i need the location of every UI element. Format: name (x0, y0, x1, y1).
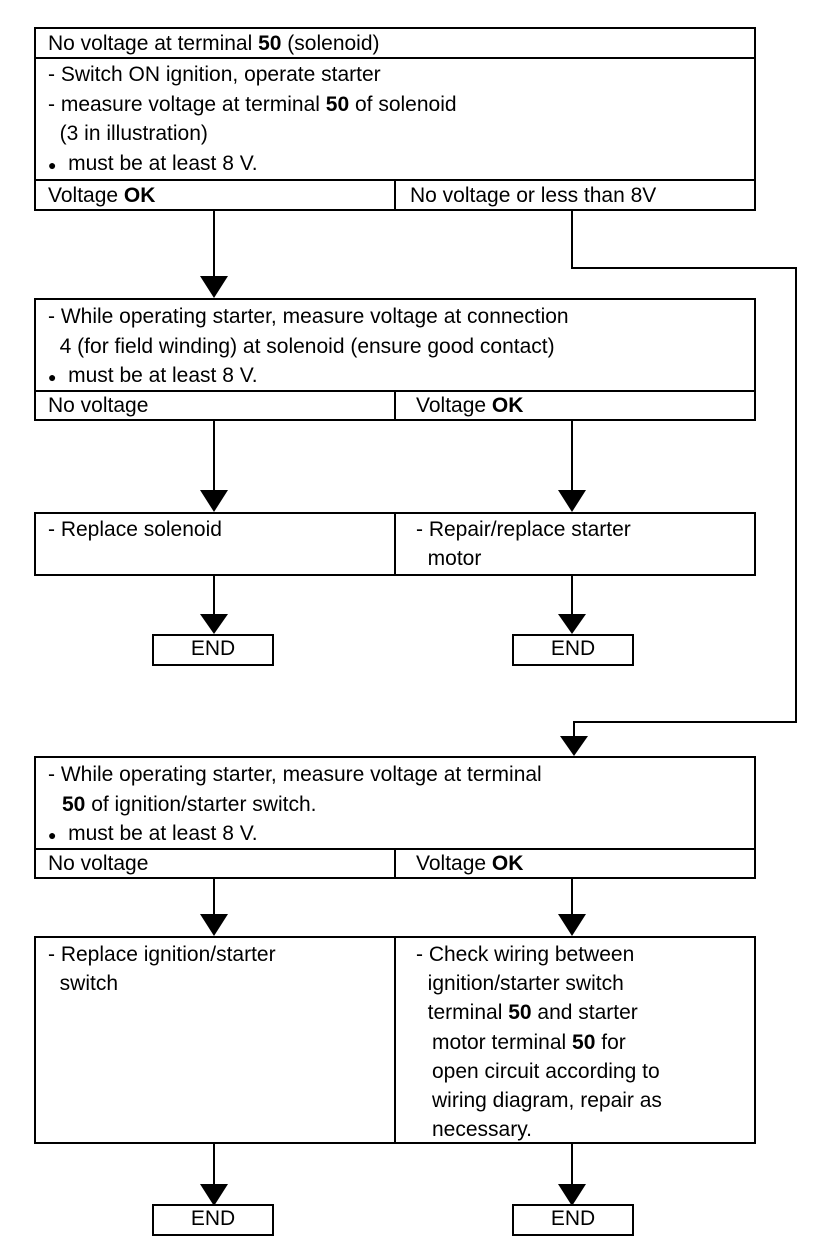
bullet-icon: ● (48, 827, 57, 843)
check-wiring-text: necessary. (432, 1118, 532, 1141)
step1-result-fail-box (394, 179, 756, 211)
repair-starter-text: - Repair/replace starter (416, 518, 631, 541)
step1-result-fail: No voltage or less than 8V (410, 184, 657, 207)
connector-line (571, 210, 797, 738)
step1-line: (3 in illustration) (48, 122, 208, 145)
step1-line: ● must be at least 8 V. (48, 152, 258, 175)
end-terminator: END (512, 1204, 634, 1236)
step3-result-fail: No voltage (48, 852, 149, 875)
replace-switch-text: - Replace ignition/starter (48, 943, 276, 966)
step2-instructions-box (34, 298, 756, 392)
step1-instructions-box (34, 57, 756, 181)
repair-starter-box (394, 512, 756, 576)
arrowhead-icon (560, 736, 588, 756)
step2-result-ok: Voltage OK (416, 394, 524, 417)
arrowhead-icon (200, 490, 228, 512)
step3-line: ● must be at least 8 V. (48, 822, 258, 845)
step3-result-ok: Voltage OK (416, 852, 524, 875)
replace-switch-box (34, 936, 396, 1144)
replace-solenoid-box (34, 512, 396, 576)
step3-instructions-box (34, 756, 756, 850)
step1-result-ok: Voltage OK (48, 184, 156, 207)
check-wiring-text: open circuit according to (432, 1060, 660, 1083)
check-wiring-text: motor terminal 50 for (432, 1031, 626, 1054)
check-wiring-text: terminal 50 and starter (416, 1001, 638, 1024)
arrowhead-icon (200, 614, 228, 634)
step1-header: No voltage at terminal 50 (solenoid) (48, 32, 380, 55)
repair-starter-text: motor (416, 547, 482, 570)
arrowhead-icon (558, 614, 586, 634)
arrowhead-icon (558, 914, 586, 936)
replace-solenoid-text: - Replace solenoid (48, 518, 222, 541)
step2-result-fail: No voltage (48, 394, 149, 417)
arrowhead-icon (200, 276, 228, 298)
arrowhead-icon (558, 490, 586, 512)
arrowhead-icon (200, 1184, 228, 1206)
step3-line: 50 of ignition/starter switch. (62, 793, 317, 816)
arrowhead-icon (558, 1184, 586, 1206)
step2-line: 4 (for field winding) at solenoid (ensur… (48, 335, 555, 358)
step1-result-ok-box (34, 179, 396, 211)
step3-result-fail-box (34, 848, 396, 879)
end-terminator: END (512, 634, 634, 666)
step2-result-ok-box (394, 390, 756, 421)
step3-result-ok-box (394, 848, 756, 879)
step3-line: - While operating starter, measure volta… (48, 763, 542, 786)
bullet-icon: ● (48, 157, 57, 173)
step1-line: - Switch ON ignition, operate starter (48, 63, 381, 86)
step2-line: ● must be at least 8 V. (48, 364, 258, 387)
end-terminator: END (152, 634, 274, 666)
step2-result-fail-box (34, 390, 396, 421)
check-wiring-box (394, 936, 756, 1144)
check-wiring-text: - Check wiring between (416, 943, 635, 966)
step1-line: - measure voltage at terminal 50 of sole… (48, 93, 457, 116)
step2-line: - While operating starter, measure volta… (48, 305, 569, 328)
replace-switch-text: switch (48, 972, 119, 995)
end-terminator: END (152, 1204, 274, 1236)
check-wiring-text: wiring diagram, repair as (432, 1089, 662, 1112)
bullet-icon: ● (48, 369, 57, 385)
check-wiring-text: ignition/starter switch (416, 972, 624, 995)
arrowhead-icon (200, 914, 228, 936)
